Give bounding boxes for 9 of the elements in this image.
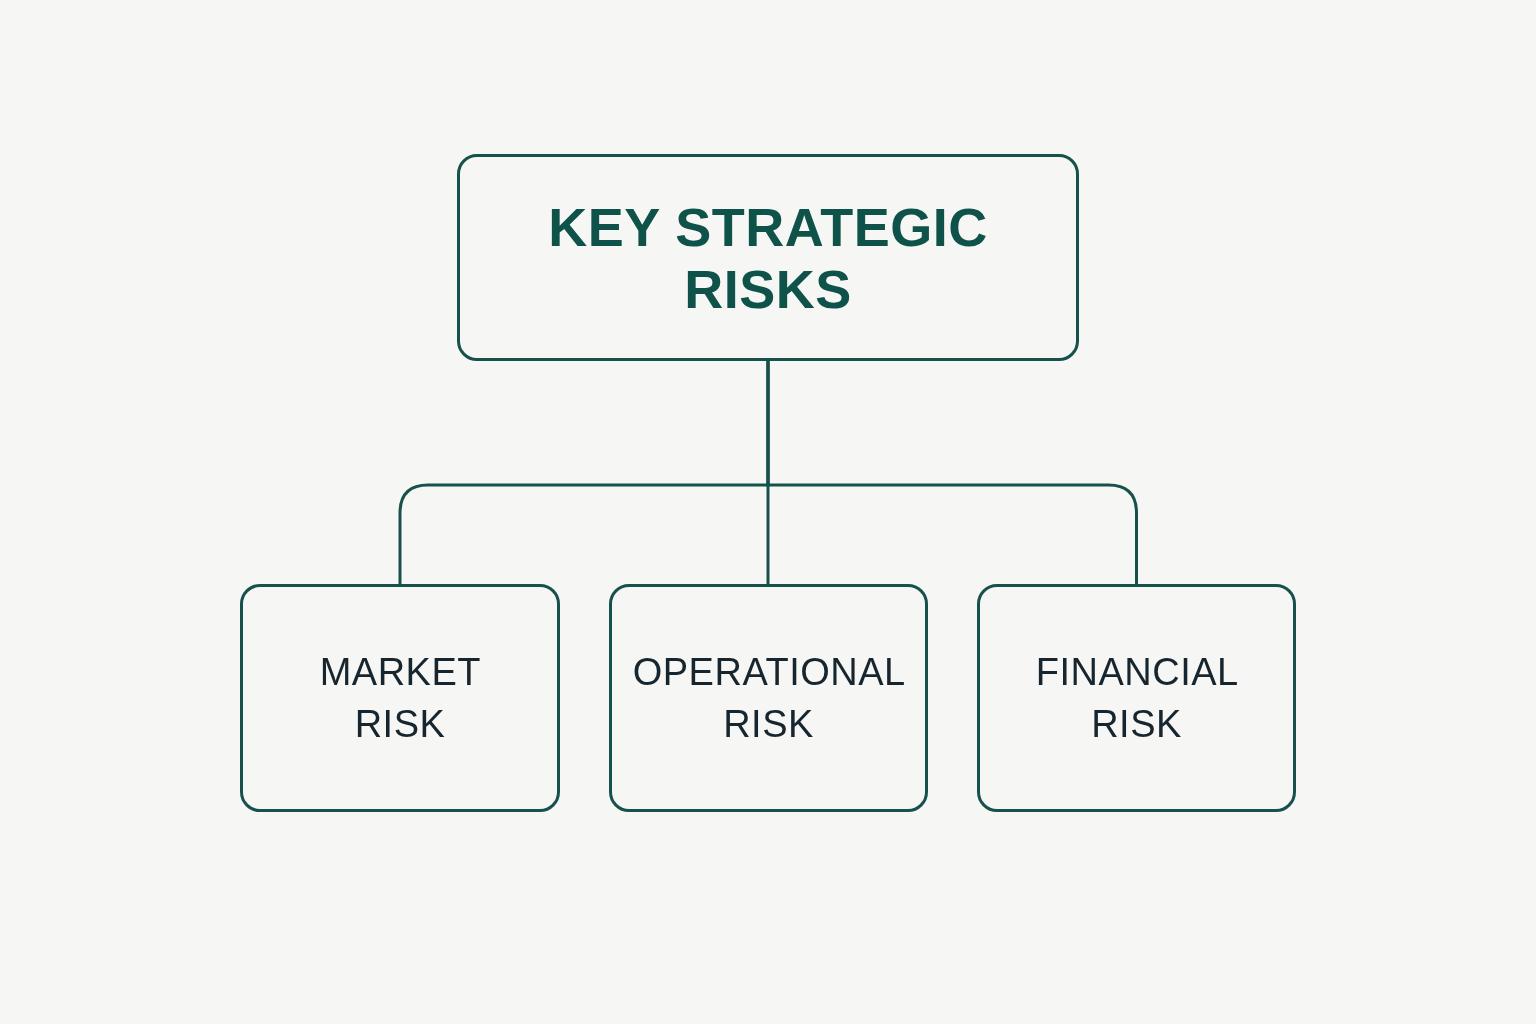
heading-box [457, 154, 1079, 361]
connector-line [766, 361, 1138, 584]
box-label: OPERATIONAL RISK [632, 650, 905, 747]
box-label: FINANCIAL RISK [1035, 650, 1238, 747]
category-box [977, 584, 1296, 812]
box-title: KEY STRATEGIC RISKS [547, 195, 989, 320]
box-label: MARKET RISK [319, 650, 481, 747]
category-box [609, 584, 928, 812]
category-box [240, 584, 560, 812]
